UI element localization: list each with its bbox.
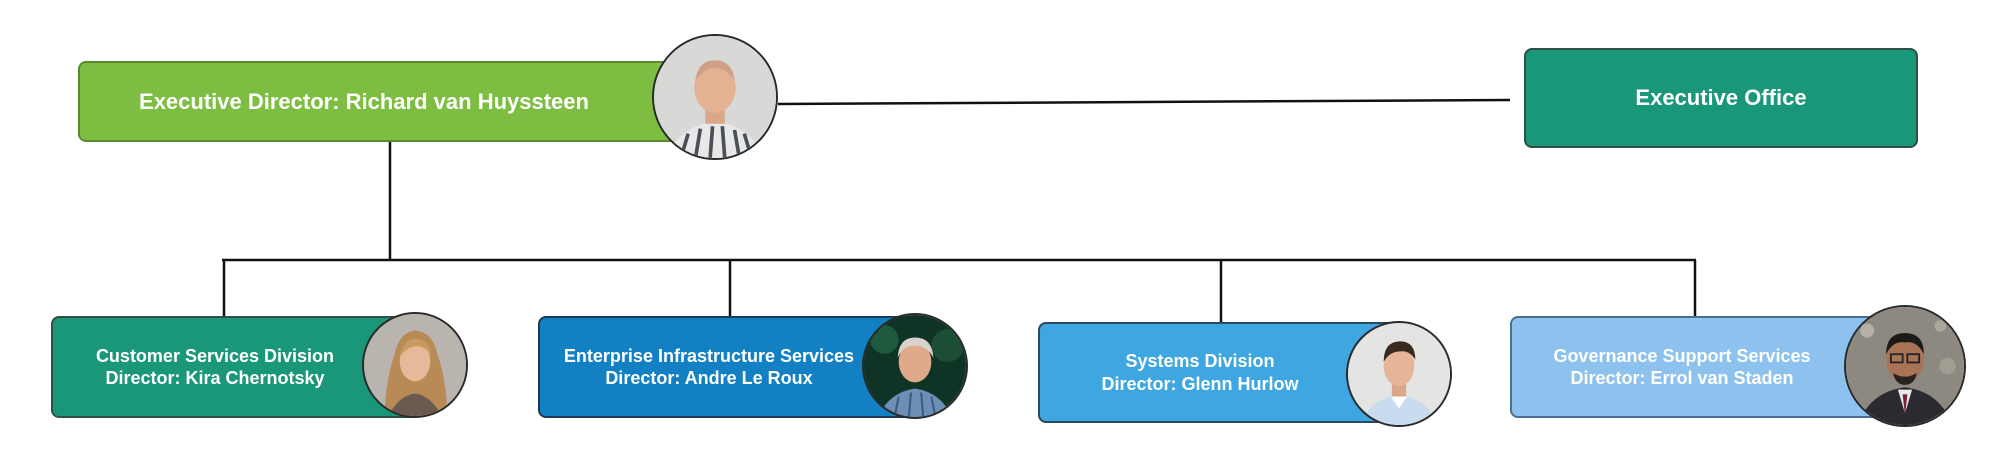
division-director: Director: Glenn Hurlow (1101, 373, 1299, 394)
portrait-woman-icon (364, 314, 466, 416)
division-title: Customer Services Division (95, 345, 335, 366)
division-director: Director: Andre Le Roux (605, 368, 813, 388)
division-photo-systems (1346, 321, 1452, 427)
connector-director-office (777, 98, 1511, 106)
division-director: Director: Errol van Staden (1570, 368, 1794, 388)
division-title: Enterprise Infrastructure Services (563, 345, 855, 366)
executive-director-box: Executive Director: Richard van Huysstee… (78, 61, 700, 142)
executive-director-label: Executive Director: Richard van Huysstee… (139, 88, 589, 114)
division-director: Director: Kira Chernotsky (105, 368, 325, 388)
division-photo-customer-services (362, 312, 468, 418)
division-photo-enterprise-infrastructure (862, 313, 968, 419)
division-box-governance-support: Governance Support Services Director: Er… (1510, 316, 1900, 418)
portrait-bald-man-icon (654, 36, 776, 158)
division-title: Systems Division (1125, 351, 1275, 371)
executive-office-label: Executive Office (1635, 85, 1807, 111)
division-box-customer-services: Customer Services Division Director: Kir… (51, 316, 419, 418)
division-photo-governance-support (1844, 305, 1966, 427)
portrait-grey-haired-man-icon (864, 315, 966, 417)
executive-office-box: Executive Office (1524, 48, 1918, 148)
portrait-dark-haired-man-icon (1348, 323, 1450, 425)
portrait-man-glasses-icon (1846, 307, 1964, 425)
division-title: Governance Support Services (1553, 345, 1811, 366)
executive-director-photo (652, 34, 778, 160)
division-box-enterprise-infrastructure: Enterprise Infrastructure Services Direc… (538, 316, 926, 418)
